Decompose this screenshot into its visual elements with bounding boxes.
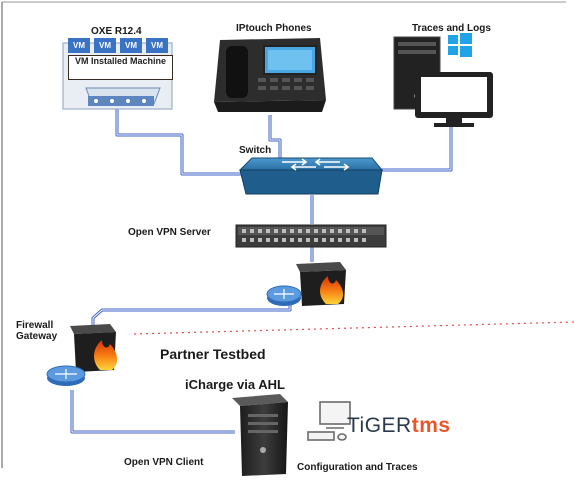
- partner-boundary-line: [133, 321, 574, 335]
- partner-testbed-label: Partner Testbed: [160, 346, 266, 362]
- icharge-label: iCharge via AHL: [185, 377, 285, 392]
- firewall-gateway-label: Firewall Gateway: [16, 320, 58, 342]
- windows-logo-icon: [448, 33, 472, 57]
- vm-installed-caption: VM Installed Machine: [68, 55, 173, 80]
- config-pc-icon: [307, 401, 351, 441]
- tigertms-logo: TiGERtms: [347, 414, 451, 438]
- vm-tag-2: VM: [94, 38, 116, 53]
- traces-logs-label: Traces and Logs: [412, 23, 491, 34]
- vm-tag-1: VM: [68, 38, 90, 53]
- tigertms-logo-part2: tms: [411, 414, 451, 437]
- tigertms-logo-part1: TiGER: [347, 414, 412, 437]
- gateway-router-icon: [46, 365, 86, 386]
- outer-frame: [1, 1, 566, 468]
- workstation-icon: [393, 33, 493, 127]
- open-vpn-server-label: Open VPN Server: [128, 227, 211, 238]
- iptouch-label: IPtouch Phones: [236, 23, 312, 34]
- vpn-router-icon: [266, 285, 302, 306]
- vm-tag-3: VM: [120, 38, 142, 53]
- switch-label: Switch: [239, 145, 272, 156]
- vpn-firewall-icon: [296, 262, 346, 306]
- switch-icon: [238, 157, 384, 195]
- open-vpn-client-label: Open VPN Client: [124, 457, 204, 468]
- vpn-server-rack-icon: [235, 224, 387, 248]
- oxe-label: OXE R12.4: [91, 26, 142, 37]
- config-traces-label: Configuration and Traces: [297, 462, 418, 473]
- vpn-client-tower-icon: [232, 394, 288, 476]
- firewall-gateway-icon: [70, 324, 118, 372]
- vm-tag-4: VM: [146, 38, 168, 53]
- iptouch-phone-icon: [214, 38, 326, 112]
